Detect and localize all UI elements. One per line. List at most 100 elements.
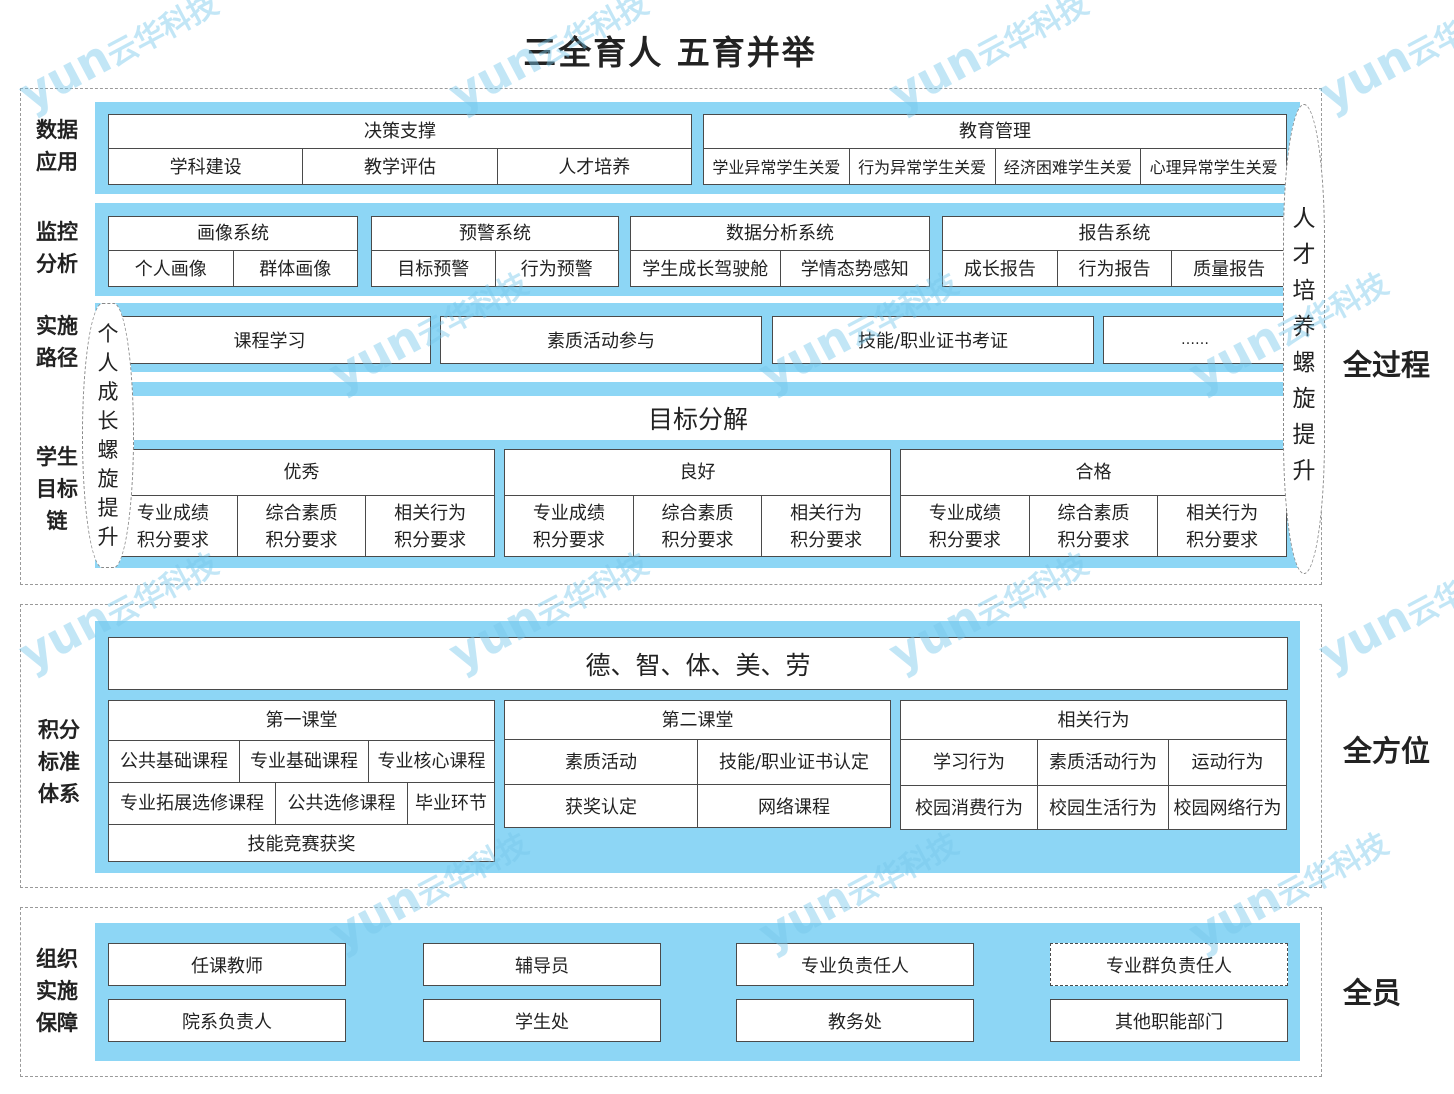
staff-role: 任课教师 xyxy=(108,943,346,986)
related-behavior: 相关行为 学习行为 素质活动行为 运动行为 校园消费行为 校园生活行为 校园网络… xyxy=(900,700,1287,830)
oval-char: 人 xyxy=(97,350,119,375)
oval-char: 螺 xyxy=(1292,350,1316,376)
oval-char: 升 xyxy=(1292,458,1316,484)
system-title: 数据分析系统 xyxy=(631,217,929,250)
oval-char: 提 xyxy=(1292,422,1316,448)
edu-mgmt-item: 心理异常学生关爱 xyxy=(1140,149,1286,184)
level-item: 专业成绩 积分要求 xyxy=(901,496,1029,556)
edu-mgmt-item: 学业异常学生关爱 xyxy=(704,149,849,184)
oval-char: 升 xyxy=(97,524,119,549)
portrait-system: 画像系统 个人画像 群体画像 xyxy=(108,216,358,287)
course-item: 公共基础课程 xyxy=(109,741,239,782)
path-item: 技能/职业证书考证 xyxy=(772,316,1094,364)
level-item: 专业成绩 积分要求 xyxy=(109,496,237,556)
system-item: 学生成长驾驶舱 xyxy=(631,251,780,286)
analysis-system: 数据分析系统 学生成长驾驶舱 学情态势感知 xyxy=(630,216,930,287)
level-item: 专业成绩 积分要求 xyxy=(505,496,633,556)
level-good: 良好 专业成绩 积分要求 综合素质 积分要求 相关行为 积分要求 xyxy=(504,449,891,557)
oval-char: 旋 xyxy=(1292,386,1316,412)
course-item: 专业拓展选修课程 xyxy=(109,783,275,824)
row-label-org: 组织 实施 保障 xyxy=(36,947,78,1035)
section-direction xyxy=(20,604,1322,888)
decision-item: 人才培养 xyxy=(496,149,691,184)
row-label-points: 积分 标准 体系 xyxy=(38,718,80,806)
behavior-item: 学习行为 xyxy=(901,740,1037,785)
second-classroom: 第二课堂 素质活动 技能/职业证书认定 获奖认定 网络课程 xyxy=(504,700,891,828)
oval-char: 提 xyxy=(97,495,119,520)
behavior-item: 校园消费行为 xyxy=(901,786,1037,829)
system-title: 报告系统 xyxy=(943,217,1286,250)
system-title: 预警系统 xyxy=(372,217,618,250)
decision-support-box: 决策支撑 学科建设 教学评估 人才培养 xyxy=(108,114,692,185)
activity-item: 技能/职业证书认定 xyxy=(697,740,890,784)
warning-system: 预警系统 目标预警 行为预警 xyxy=(371,216,619,287)
section-staff xyxy=(20,907,1322,1077)
course-item: 毕业环节 xyxy=(407,783,494,824)
behavior-item: 素质活动行为 xyxy=(1037,740,1168,785)
classroom-title: 第二课堂 xyxy=(505,701,890,739)
oval-char: 养 xyxy=(1292,314,1316,340)
oval-char: 旋 xyxy=(97,466,119,491)
oval-char: 人 xyxy=(1292,206,1316,232)
decision-support-title: 决策支撑 xyxy=(109,115,691,148)
oval-char: 成 xyxy=(97,379,119,404)
staff-role: 其他职能部门 xyxy=(1050,999,1288,1042)
behavior-title: 相关行为 xyxy=(901,701,1286,739)
course-item: 专业核心课程 xyxy=(368,741,494,782)
activity-item: 网络课程 xyxy=(697,785,890,827)
row-label-monitor: 监控 分析 xyxy=(36,220,78,276)
course-item: 公共选修课程 xyxy=(275,783,407,824)
behavior-item: 校园生活行为 xyxy=(1037,786,1168,829)
activity-item: 素质活动 xyxy=(505,740,697,784)
watermark-logo: yun云华科技 xyxy=(1309,546,1454,682)
staff-role: 教务处 xyxy=(736,999,974,1042)
system-item: 目标预警 xyxy=(372,251,495,286)
system-title: 画像系统 xyxy=(109,217,357,250)
level-excellent: 优秀 专业成绩 积分要求 综合素质 积分要求 相关行为 积分要求 xyxy=(108,449,495,557)
oval-char: 个 xyxy=(97,321,119,346)
decision-item: 教学评估 xyxy=(302,149,497,184)
level-item: 相关行为 积分要求 xyxy=(761,496,890,556)
row-label-data-app: 数据 应用 xyxy=(36,118,78,174)
system-item: 群体画像 xyxy=(232,251,357,286)
path-item: 课程学习 xyxy=(108,316,431,364)
five-education: 德、智、体、美、劳 xyxy=(108,637,1288,690)
edu-mgmt-item: 行为异常学生关爱 xyxy=(848,149,995,184)
level-title: 良好 xyxy=(505,450,890,495)
staff-role: 辅导员 xyxy=(423,943,661,986)
level-title: 优秀 xyxy=(109,450,494,495)
behavior-item: 运动行为 xyxy=(1168,740,1286,785)
separator-stripe xyxy=(108,372,1288,382)
staff-role: 专业群负责任人 xyxy=(1050,943,1288,986)
staff-role: 专业负责任人 xyxy=(736,943,974,986)
course-item: 技能竞赛获奖 xyxy=(109,824,494,861)
report-system: 报告系统 成长报告 行为报告 质量报告 xyxy=(942,216,1287,287)
level-pass: 合格 专业成绩 积分要求 综合素质 积分要求 相关行为 积分要求 xyxy=(900,449,1287,557)
behavior-item: 校园网络行为 xyxy=(1168,786,1286,829)
goal-title: 目标分解 xyxy=(108,396,1288,440)
system-item: 学情态势感知 xyxy=(779,251,929,286)
system-item: 成长报告 xyxy=(943,251,1057,286)
path-item: 素质活动参与 xyxy=(440,316,762,364)
row-label-path: 实施 路径 xyxy=(36,314,78,370)
activity-item: 获奖认定 xyxy=(505,785,697,827)
first-classroom: 第一课堂 公共基础课程 专业基础课程 专业核心课程 专业拓展选修课程 公共选修课… xyxy=(108,700,495,862)
oval-talent-cultivation: 人 才 培 养 螺 旋 提 升 xyxy=(1283,104,1325,574)
decision-item: 学科建设 xyxy=(109,149,303,184)
edu-mgmt-item: 经济困难学生关爱 xyxy=(994,149,1141,184)
staff-role: 院系负责人 xyxy=(108,999,346,1042)
level-item: 综合素质 积分要求 xyxy=(236,496,366,556)
oval-char: 长 xyxy=(97,408,119,433)
oval-char: 螺 xyxy=(97,437,119,462)
course-item: 专业基础课程 xyxy=(239,741,368,782)
label-full-staff: 全员 xyxy=(1343,976,1402,1010)
classroom-title: 第一课堂 xyxy=(109,701,494,740)
level-item: 相关行为 积分要求 xyxy=(1157,496,1286,556)
level-item: 综合素质 积分要求 xyxy=(632,496,762,556)
system-item: 行为报告 xyxy=(1056,251,1172,286)
label-full-direction: 全方位 xyxy=(1343,734,1431,768)
system-item: 个人画像 xyxy=(109,251,233,286)
row-label-goal: 学生 目标 链 xyxy=(36,445,78,533)
level-item: 综合素质 积分要求 xyxy=(1028,496,1158,556)
level-title: 合格 xyxy=(901,450,1286,495)
